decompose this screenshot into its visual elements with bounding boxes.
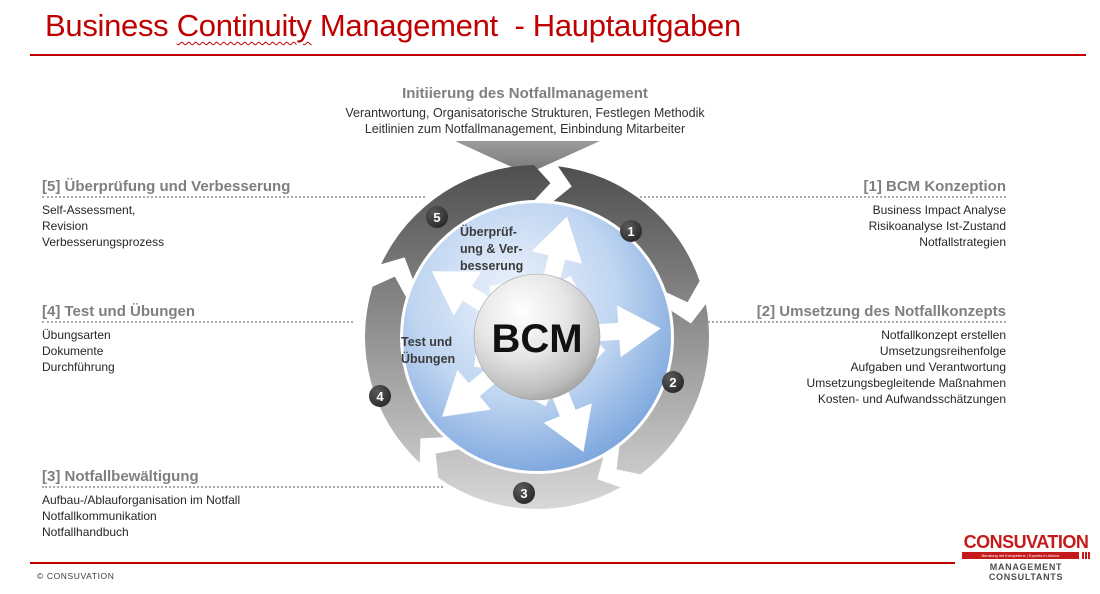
title-text-pre: Business (45, 8, 177, 43)
block-bcm-konzeption: [1] BCM Konzeption Business Impact Analy… (640, 178, 1006, 250)
logo-barcode-icon (1081, 552, 1090, 559)
block-item: Übungsarten (42, 328, 111, 342)
page-title: Business Continuity Management - Hauptau… (45, 8, 741, 44)
copyright: © CONSUVATION (37, 571, 115, 581)
block-item: Aufbau-/Ablauforganisation im Notfall (42, 493, 241, 507)
ring-segment (553, 166, 700, 303)
logo-banner-row: Beratung mit Kompetenz | Experts in Advi… (962, 552, 1090, 559)
block-item: Aufgaben und Verantwortung (850, 360, 1006, 374)
footer-rule (30, 562, 955, 564)
block-heading: [4] Test und Übungen (42, 303, 353, 323)
logo-tagline: Beratung mit Kompetenz | Experts in Advi… (962, 552, 1079, 559)
ring-segment (365, 276, 444, 463)
number-badge: 5 (426, 206, 448, 228)
block-item: Risikoanalyse Ist-Zustand (868, 219, 1006, 233)
title-text-post: Management - Hauptaufgaben (311, 8, 741, 43)
block-item: Self-Assessment, (42, 203, 136, 217)
logo-name: CONSUVATION (963, 532, 1089, 552)
block-heading: [1] BCM Konzeption (640, 178, 1006, 198)
number-badge: 2 (662, 371, 684, 393)
block-heading: [2] Umsetzung des Notfallkonzepts (693, 303, 1006, 323)
company-logo: CONSUVATION Beratung mit Kompetenz | Exp… (962, 533, 1090, 582)
title-text-misspelled: Continuity (176, 8, 312, 43)
block-item: Kosten- und Aufwandsschätzungen (817, 392, 1006, 406)
center-label: BCM (491, 317, 582, 361)
block-item: Notfallkonzept erstellen (881, 328, 1006, 342)
block-item: Notfallkommunikation (42, 509, 157, 523)
block-item: Durchführung (42, 360, 115, 374)
bcm-cycle-diagram: BCM (365, 141, 709, 509)
block-ueberpruefung: [5] Überprüfung und Verbesserung Self-As… (42, 178, 425, 250)
block-test-uebungen: [4] Test und Übungen Übungsarten Dokumen… (42, 303, 353, 375)
number-badge: 3 (513, 482, 535, 504)
block-item: Umsetzungsbegleitende Maßnahmen (806, 376, 1006, 390)
ring-segment (616, 304, 709, 475)
inner-label: Überprüf- ung & Ver- besserung (460, 225, 524, 273)
block-item: Revision (42, 219, 89, 233)
block-item: Dokumente (42, 344, 104, 358)
block-item: Umsetzungsreihenfolge (879, 344, 1006, 358)
block-heading: [5] Überprüfung und Verbesserung (42, 178, 425, 198)
initiation-block: Initiierung des Notfallmanagement Verant… (270, 85, 780, 137)
initiation-line-1: Verantwortung, Organisatorische Struktur… (345, 106, 705, 120)
number-badge: 1 (620, 220, 642, 242)
ring-segment (435, 449, 621, 509)
initiation-line-2: Leitlinien zum Notfallmanagement, Einbin… (364, 122, 686, 136)
block-item: Notfallhandbuch (42, 525, 129, 539)
ring-segment (381, 165, 551, 280)
block-item: Verbesserungsprozess (42, 235, 165, 249)
block-notfallbewaeltigung: [3] Notfallbewältigung Aufbau-/Ablauforg… (42, 468, 443, 540)
initiation-heading: Initiierung des Notfallmanagement (402, 85, 648, 102)
number-badge: 4 (369, 385, 391, 407)
block-item: Notfallstrategien (919, 235, 1006, 249)
bcm-center-sphere (473, 273, 601, 401)
inner-label: Test und Übungen (401, 335, 456, 366)
funnel-arrow-icon (455, 141, 600, 174)
title-underline-rule (30, 54, 1086, 56)
block-heading: [3] Notfallbewältigung (42, 468, 443, 488)
block-umsetzung: [2] Umsetzung des Notfallkonzepts Notfal… (693, 303, 1006, 407)
block-item: Business Impact Analyse (872, 203, 1006, 217)
logo-subtitle: MANAGEMENT CONSULTANTS (988, 562, 1064, 582)
